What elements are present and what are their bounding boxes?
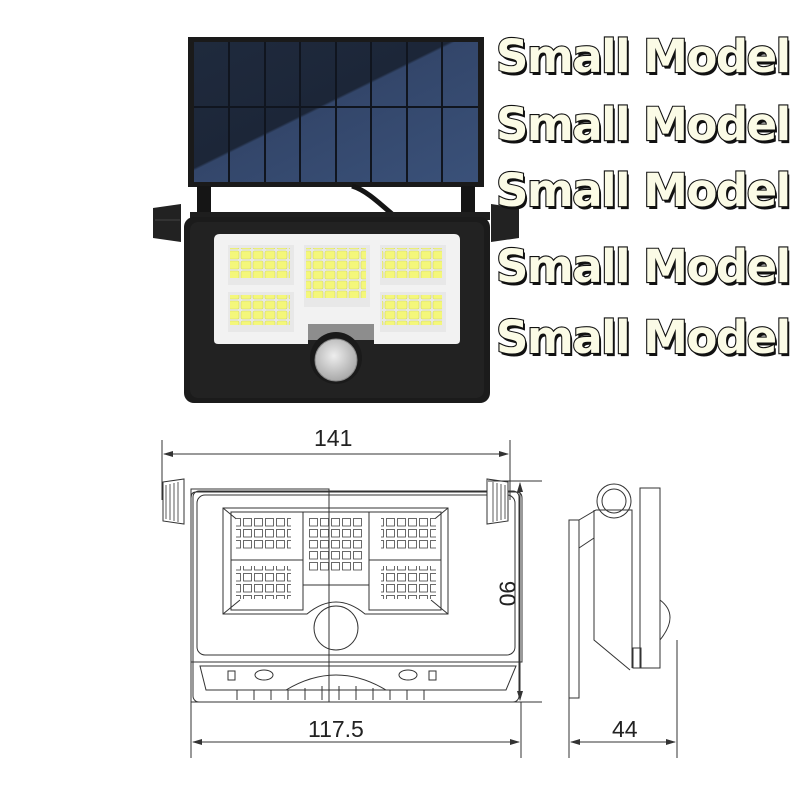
width-dimension-label: 141 [314,425,353,451]
front-and-side-drawing [161,440,678,758]
led-group-bottom-right [380,292,446,332]
led-group-top-left [228,245,294,285]
body-width-dimension-label: 117.5 [308,716,364,742]
side-knob-icon [153,204,519,242]
model-label: Small Model [495,30,792,83]
panel-bracket [190,183,490,220]
product-photo: Small Model Small Model Small Model Smal… [153,30,792,403]
model-label: Small Model [495,164,792,217]
led-group-center [304,245,370,307]
solar-light-illustration [153,37,519,403]
led-group-top-right [380,245,446,285]
motion-sensor-icon [310,332,362,384]
model-label: Small Model [495,311,792,364]
model-label: Small Model [495,98,792,151]
led-group-bottom-left [228,292,294,332]
dimension-drawing: 141 117.5 44 90 [0,420,800,800]
height-dimension-label: 90 [494,580,521,607]
depth-dimension-label: 44 [612,716,638,742]
model-label: Small Model [495,240,792,293]
solar-panel [188,37,484,187]
